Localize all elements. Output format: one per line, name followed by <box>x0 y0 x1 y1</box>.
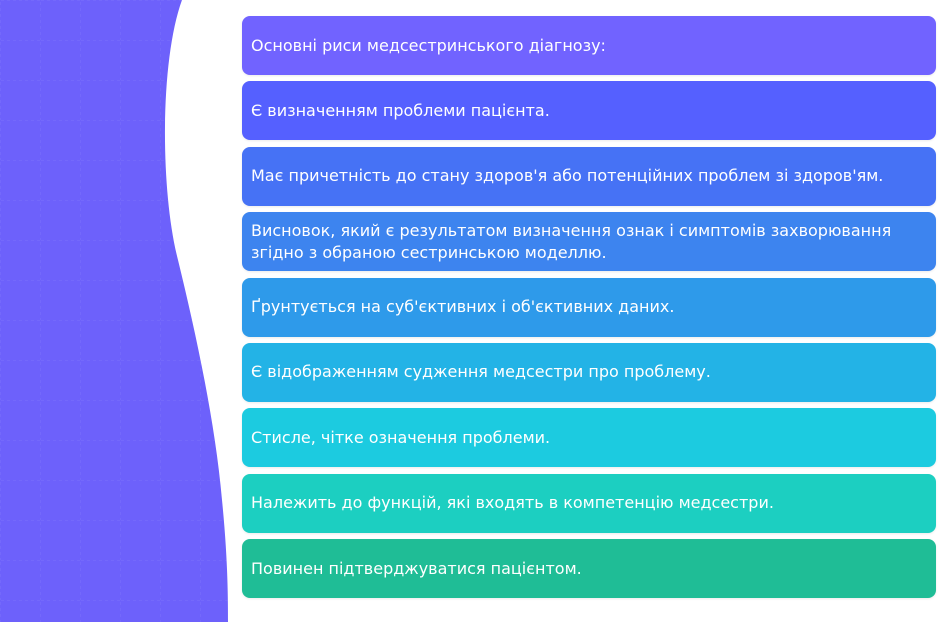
list-item-text: Висновок, який є результатом визначення … <box>251 220 892 262</box>
list-item: Є визначенням проблеми пацієнта. <box>242 81 936 141</box>
list-header-item: Основні риси медсестринського діагнозу: <box>242 16 936 75</box>
diagnosis-feature-list: Основні риси медсестринського діагнозу: Є… <box>242 16 936 605</box>
list-item: Є відображенням судження медсестри про п… <box>242 342 936 402</box>
list-item-text: Стисле, чітке означення проблеми. <box>251 427 551 447</box>
list-item: Належить до функцій, які входять в компе… <box>242 473 936 533</box>
list-item: Ґрунтується на суб'єктивних і об'єктивни… <box>242 277 936 337</box>
list-item-text: Ґрунтується на суб'єктивних і об'єктивни… <box>251 297 675 317</box>
list-item-text: Є відображенням судження медсестри про п… <box>251 362 711 382</box>
list-item: Стисле, чітке означення проблеми. <box>242 408 936 468</box>
list-item-text: Належить до функцій, які входять в компе… <box>251 493 774 513</box>
list-item-text: Основні риси медсестринського діагнозу: <box>251 35 606 55</box>
list-item-text: Є визначенням проблеми пацієнта. <box>251 100 550 120</box>
list-item: Має причетність до стану здоров'я або по… <box>242 146 936 206</box>
list-item: Висновок, який є результатом визначення … <box>242 212 936 272</box>
list-item-text: Має причетність до стану здоров'я або по… <box>251 166 884 186</box>
list-item-text: Повинен підтверджуватися пацієнтом. <box>251 558 582 578</box>
list-item: Повинен підтверджуватися пацієнтом. <box>242 539 936 599</box>
